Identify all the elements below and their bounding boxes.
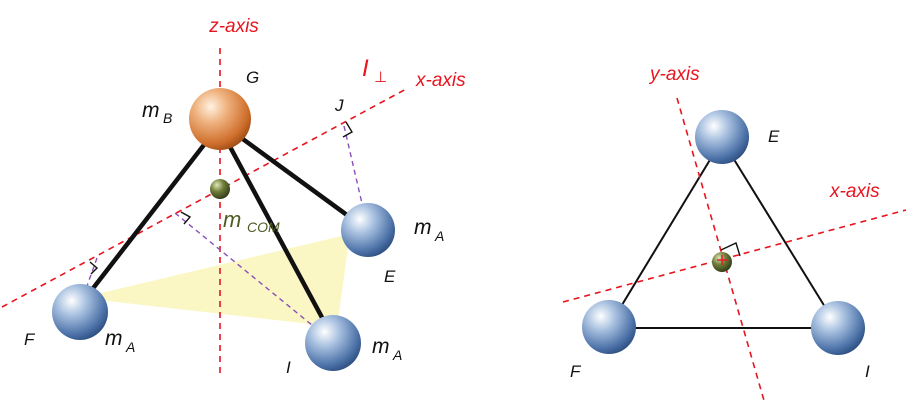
mass-B-sub: B — [163, 110, 172, 126]
mass-A-label-E: m A — [414, 216, 444, 244]
x-axis-label: x-axis — [415, 70, 466, 91]
atom-I-sphere — [305, 315, 361, 371]
mass-A-sub: A — [392, 347, 402, 363]
y-axis-line — [676, 97, 766, 405]
perpendicular-to-I — [174, 212, 319, 331]
atom-F-sphere — [52, 284, 108, 340]
right-angle-marker-mid — [180, 211, 192, 225]
base-triangle — [80, 234, 350, 327]
left-3d-view: z-axis x-axis I ⊥ G J m B m COM m A E F … — [1, 16, 466, 377]
mass-A-sub: A — [434, 228, 444, 244]
right-angle-marker-center — [720, 242, 741, 257]
mass-com-sub: COM — [247, 219, 280, 235]
mass-A-sub: A — [125, 339, 135, 355]
mass-A-main: m — [105, 327, 123, 350]
atom-I-label: I — [865, 362, 870, 381]
x-axis-line — [562, 209, 907, 303]
mass-A-main: m — [372, 335, 390, 358]
atom-B-sphere — [189, 88, 251, 150]
center-cross-marker — [717, 255, 727, 265]
x-axis-label: x-axis — [829, 181, 880, 202]
bond-G-F — [82, 126, 219, 302]
z-axis-label: z-axis — [208, 16, 259, 37]
center-of-mass-sphere — [210, 179, 230, 199]
mass-B-label: m B — [142, 99, 172, 126]
inertia-symbol: I — [362, 55, 369, 82]
mass-A-label-I: m A — [372, 335, 402, 363]
atom-E-label: E — [768, 127, 780, 146]
mass-A-main: m — [414, 216, 432, 239]
atom-F-label: F — [24, 330, 36, 349]
atom-I-label: I — [286, 358, 291, 377]
mass-com-main: m — [223, 207, 241, 232]
atom-J-label: J — [334, 96, 344, 115]
atom-E-sphere — [341, 203, 395, 257]
right-angle-marker-J — [342, 121, 353, 138]
atom-I-sphere — [811, 301, 865, 355]
bond-G-I — [219, 128, 334, 338]
y-axis-label: y-axis — [648, 64, 700, 85]
right-angle-marker-F — [89, 261, 99, 275]
perpendicular-J-E — [343, 125, 365, 213]
atom-E-label: E — [384, 267, 396, 286]
bond-G-E — [223, 124, 364, 228]
atom-G-label: G — [246, 68, 259, 87]
inertia-subscript: ⊥ — [374, 68, 387, 86]
mass-B-main: m — [142, 99, 160, 122]
atom-E-sphere — [695, 110, 749, 164]
right-top-view: y-axis x-axis E F I — [562, 64, 907, 405]
atom-F-sphere — [582, 300, 636, 354]
edge-E-F — [607, 139, 723, 329]
mass-com-label: m COM — [223, 207, 280, 235]
mass-A-label-F: m A — [105, 327, 135, 355]
edge-E-I — [721, 139, 839, 329]
perpendicular-inertia-label: I ⊥ — [362, 55, 387, 86]
atom-F-label: F — [570, 362, 582, 381]
